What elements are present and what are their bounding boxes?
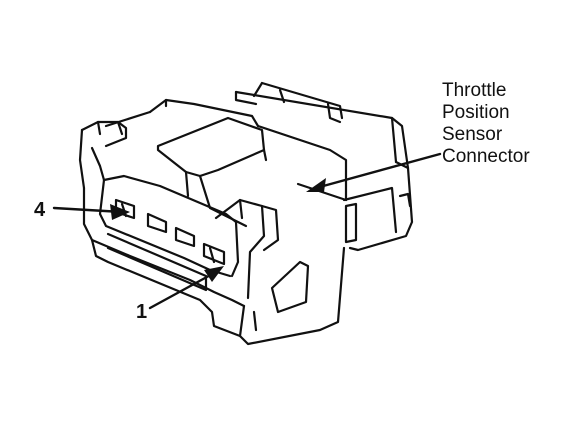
leader-arrows <box>52 152 442 310</box>
callout-label-line1: Throttle <box>442 80 506 101</box>
top-surface <box>104 110 348 228</box>
connector-arrowhead <box>306 178 326 192</box>
pin4-arrowhead <box>110 204 130 220</box>
callout-label-line3: Sensor <box>442 124 503 145</box>
callout-label-line2: Position <box>442 102 510 123</box>
rear-housing <box>234 81 414 252</box>
front-face <box>82 174 346 346</box>
top-latch <box>148 98 268 198</box>
pin1-arrowhead <box>204 266 224 282</box>
callout-label-line4: Connector <box>442 146 530 167</box>
pin-1-label: 1 <box>136 301 147 323</box>
arrow-heads <box>110 178 326 282</box>
pin-4-label: 4 <box>34 199 46 221</box>
left-tab <box>78 120 128 190</box>
right-tab <box>214 198 280 300</box>
